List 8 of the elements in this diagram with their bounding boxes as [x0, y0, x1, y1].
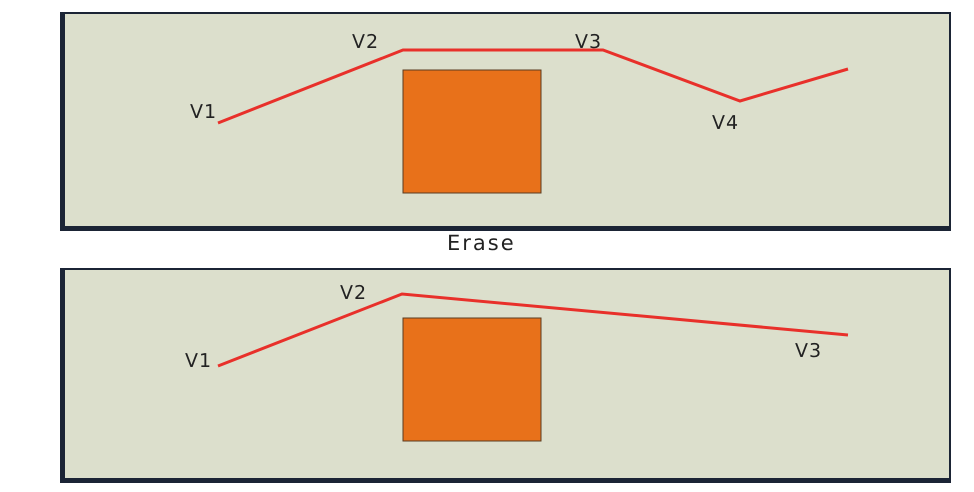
vertex-label: V3 [795, 342, 822, 361]
step-caption: Erase [447, 233, 516, 254]
vertex-label: V2 [352, 33, 380, 52]
vertex-label: V1 [190, 103, 218, 122]
vertex-label: V4 [712, 114, 740, 133]
vertex-label: V1 [185, 352, 212, 371]
vertex-label: V2 [340, 284, 368, 303]
vertex-label: V3 [575, 33, 602, 52]
